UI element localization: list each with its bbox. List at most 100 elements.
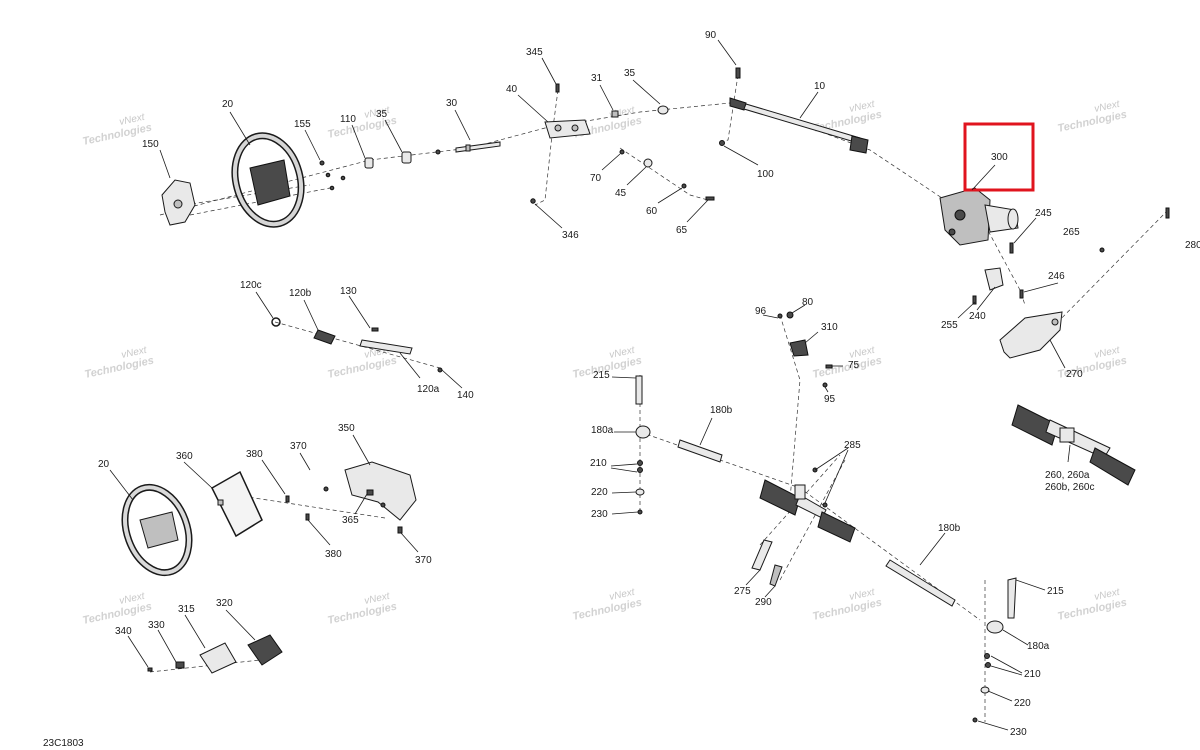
- steering-bracket-part: [999, 311, 1063, 359]
- callout-210-left: 210: [590, 458, 607, 469]
- watermark-line2: Technologies: [81, 601, 152, 627]
- callout-380-b: 380: [325, 549, 342, 560]
- highlight-box-300[interactable]: [963, 122, 1035, 192]
- callout-255: 255: [941, 320, 958, 331]
- bolt-215-right-part: [1007, 577, 1017, 619]
- bushing-120b-part: [313, 329, 336, 345]
- callout-10: 10: [814, 81, 826, 92]
- mount-bracket-part: [984, 267, 1004, 291]
- watermark-line1: vNext: [848, 99, 876, 115]
- callout-300[interactable]: 300: [991, 152, 1008, 163]
- callout-60: 60: [646, 206, 658, 217]
- callout-labels: 20 150 155 110 35 30 40 345 31 35 90 10 …: [98, 30, 1200, 738]
- callout-320: 320: [216, 598, 233, 609]
- watermark-line2: Technologies: [1056, 597, 1127, 623]
- callout-180b-left: 180b: [710, 405, 733, 416]
- watermark-line2: Technologies: [1056, 109, 1127, 135]
- callout-265: 265: [1063, 227, 1080, 238]
- tie-rod-end-180a-right-part: [986, 620, 1004, 634]
- watermark-line1: vNext: [120, 345, 148, 361]
- steering-rack-part-right: [1011, 404, 1136, 486]
- callout-180a-left: 180a: [591, 425, 614, 436]
- callout-245: 245: [1035, 208, 1052, 219]
- nut-part: [364, 157, 374, 169]
- callout-360: 360: [176, 451, 193, 462]
- callout-45: 45: [615, 188, 627, 199]
- bolt-215-part: [635, 375, 643, 405]
- watermark-line1: vNext: [118, 112, 146, 128]
- callout-150: 150: [142, 139, 159, 150]
- callout-275: 275: [734, 586, 751, 597]
- callout-220-left: 220: [591, 487, 608, 498]
- callout-20-lower: 20: [98, 459, 110, 470]
- watermark-line1: vNext: [363, 591, 391, 607]
- callout-246: 246: [1048, 271, 1065, 282]
- bolt-275-part: [751, 539, 773, 571]
- callout-370-b: 370: [415, 555, 432, 566]
- u-joint-upper: [729, 97, 747, 111]
- callout-215-left: 215: [593, 370, 610, 381]
- tie-rod-180b-left-part: [677, 439, 723, 463]
- watermark-line2: Technologies: [83, 355, 154, 381]
- callout-230-right: 230: [1010, 727, 1027, 738]
- watermark-line1: vNext: [363, 105, 391, 121]
- callout-110: 110: [340, 114, 356, 125]
- watermark-line1: vNext: [1093, 587, 1121, 603]
- o-ring-part: [271, 317, 281, 327]
- callout-20-top: 20: [222, 99, 234, 110]
- callout-70: 70: [590, 173, 602, 184]
- watermark-line1: vNext: [848, 345, 876, 361]
- callout-370-a: 370: [290, 441, 307, 452]
- callout-260b-260c: 260b, 260c: [1045, 482, 1095, 493]
- callout-95: 95: [824, 394, 836, 405]
- callout-155: 155: [294, 119, 311, 130]
- callout-240: 240: [969, 311, 986, 322]
- watermark-line2: Technologies: [811, 597, 882, 623]
- watermark-line1: vNext: [118, 591, 146, 607]
- u-joint-lower: [849, 135, 869, 154]
- callout-215-right: 215: [1047, 586, 1064, 597]
- callout-230-left: 230: [591, 509, 608, 520]
- watermark-line2: Technologies: [571, 597, 642, 623]
- sleeve-120a-part: [359, 339, 413, 355]
- callout-210-right: 210: [1024, 669, 1041, 680]
- display-320-part: [247, 634, 283, 666]
- callout-365: 365: [342, 515, 359, 526]
- callout-345: 345: [526, 47, 543, 58]
- eps-module-part: [939, 187, 1019, 246]
- callout-315: 315: [178, 604, 195, 615]
- display-housing-315-part: [199, 642, 237, 674]
- column-bracket-part: [544, 119, 591, 139]
- horn-cover-hole: [173, 199, 183, 209]
- callout-35-b: 35: [624, 68, 636, 79]
- callout-140: 140: [457, 390, 474, 401]
- callout-220-right: 220: [1014, 698, 1031, 709]
- bracket-310-part: [789, 339, 809, 357]
- watermark-line1: vNext: [1093, 345, 1121, 361]
- callout-340: 340: [115, 626, 132, 637]
- watermark-line2: Technologies: [326, 355, 397, 381]
- callout-40: 40: [506, 84, 518, 95]
- watermark-line1: vNext: [848, 587, 876, 603]
- callout-31: 31: [591, 73, 603, 84]
- steering-rack-part-center: [759, 479, 856, 543]
- callout-120a: 120a: [417, 384, 440, 395]
- watermark-line1: vNext: [608, 587, 636, 603]
- leader-lines: [109, 39, 1071, 731]
- callout-96: 96: [755, 306, 767, 317]
- callout-260-260a: 260, 260a: [1045, 470, 1090, 481]
- callout-90: 90: [705, 30, 717, 41]
- callout-290: 290: [755, 597, 772, 608]
- callout-75: 75: [848, 360, 860, 371]
- trim-frame-360-part: [211, 470, 263, 538]
- watermark-line2: Technologies: [326, 601, 397, 627]
- callout-80: 80: [802, 297, 814, 308]
- watermark-line1: vNext: [1093, 99, 1121, 115]
- bolt-290-part: [769, 564, 783, 587]
- callout-350: 350: [338, 423, 355, 434]
- steering-wheel-hub: [249, 159, 291, 206]
- callout-330: 330: [148, 620, 165, 631]
- callout-120b: 120b: [289, 288, 312, 299]
- callout-35-a: 35: [376, 109, 388, 120]
